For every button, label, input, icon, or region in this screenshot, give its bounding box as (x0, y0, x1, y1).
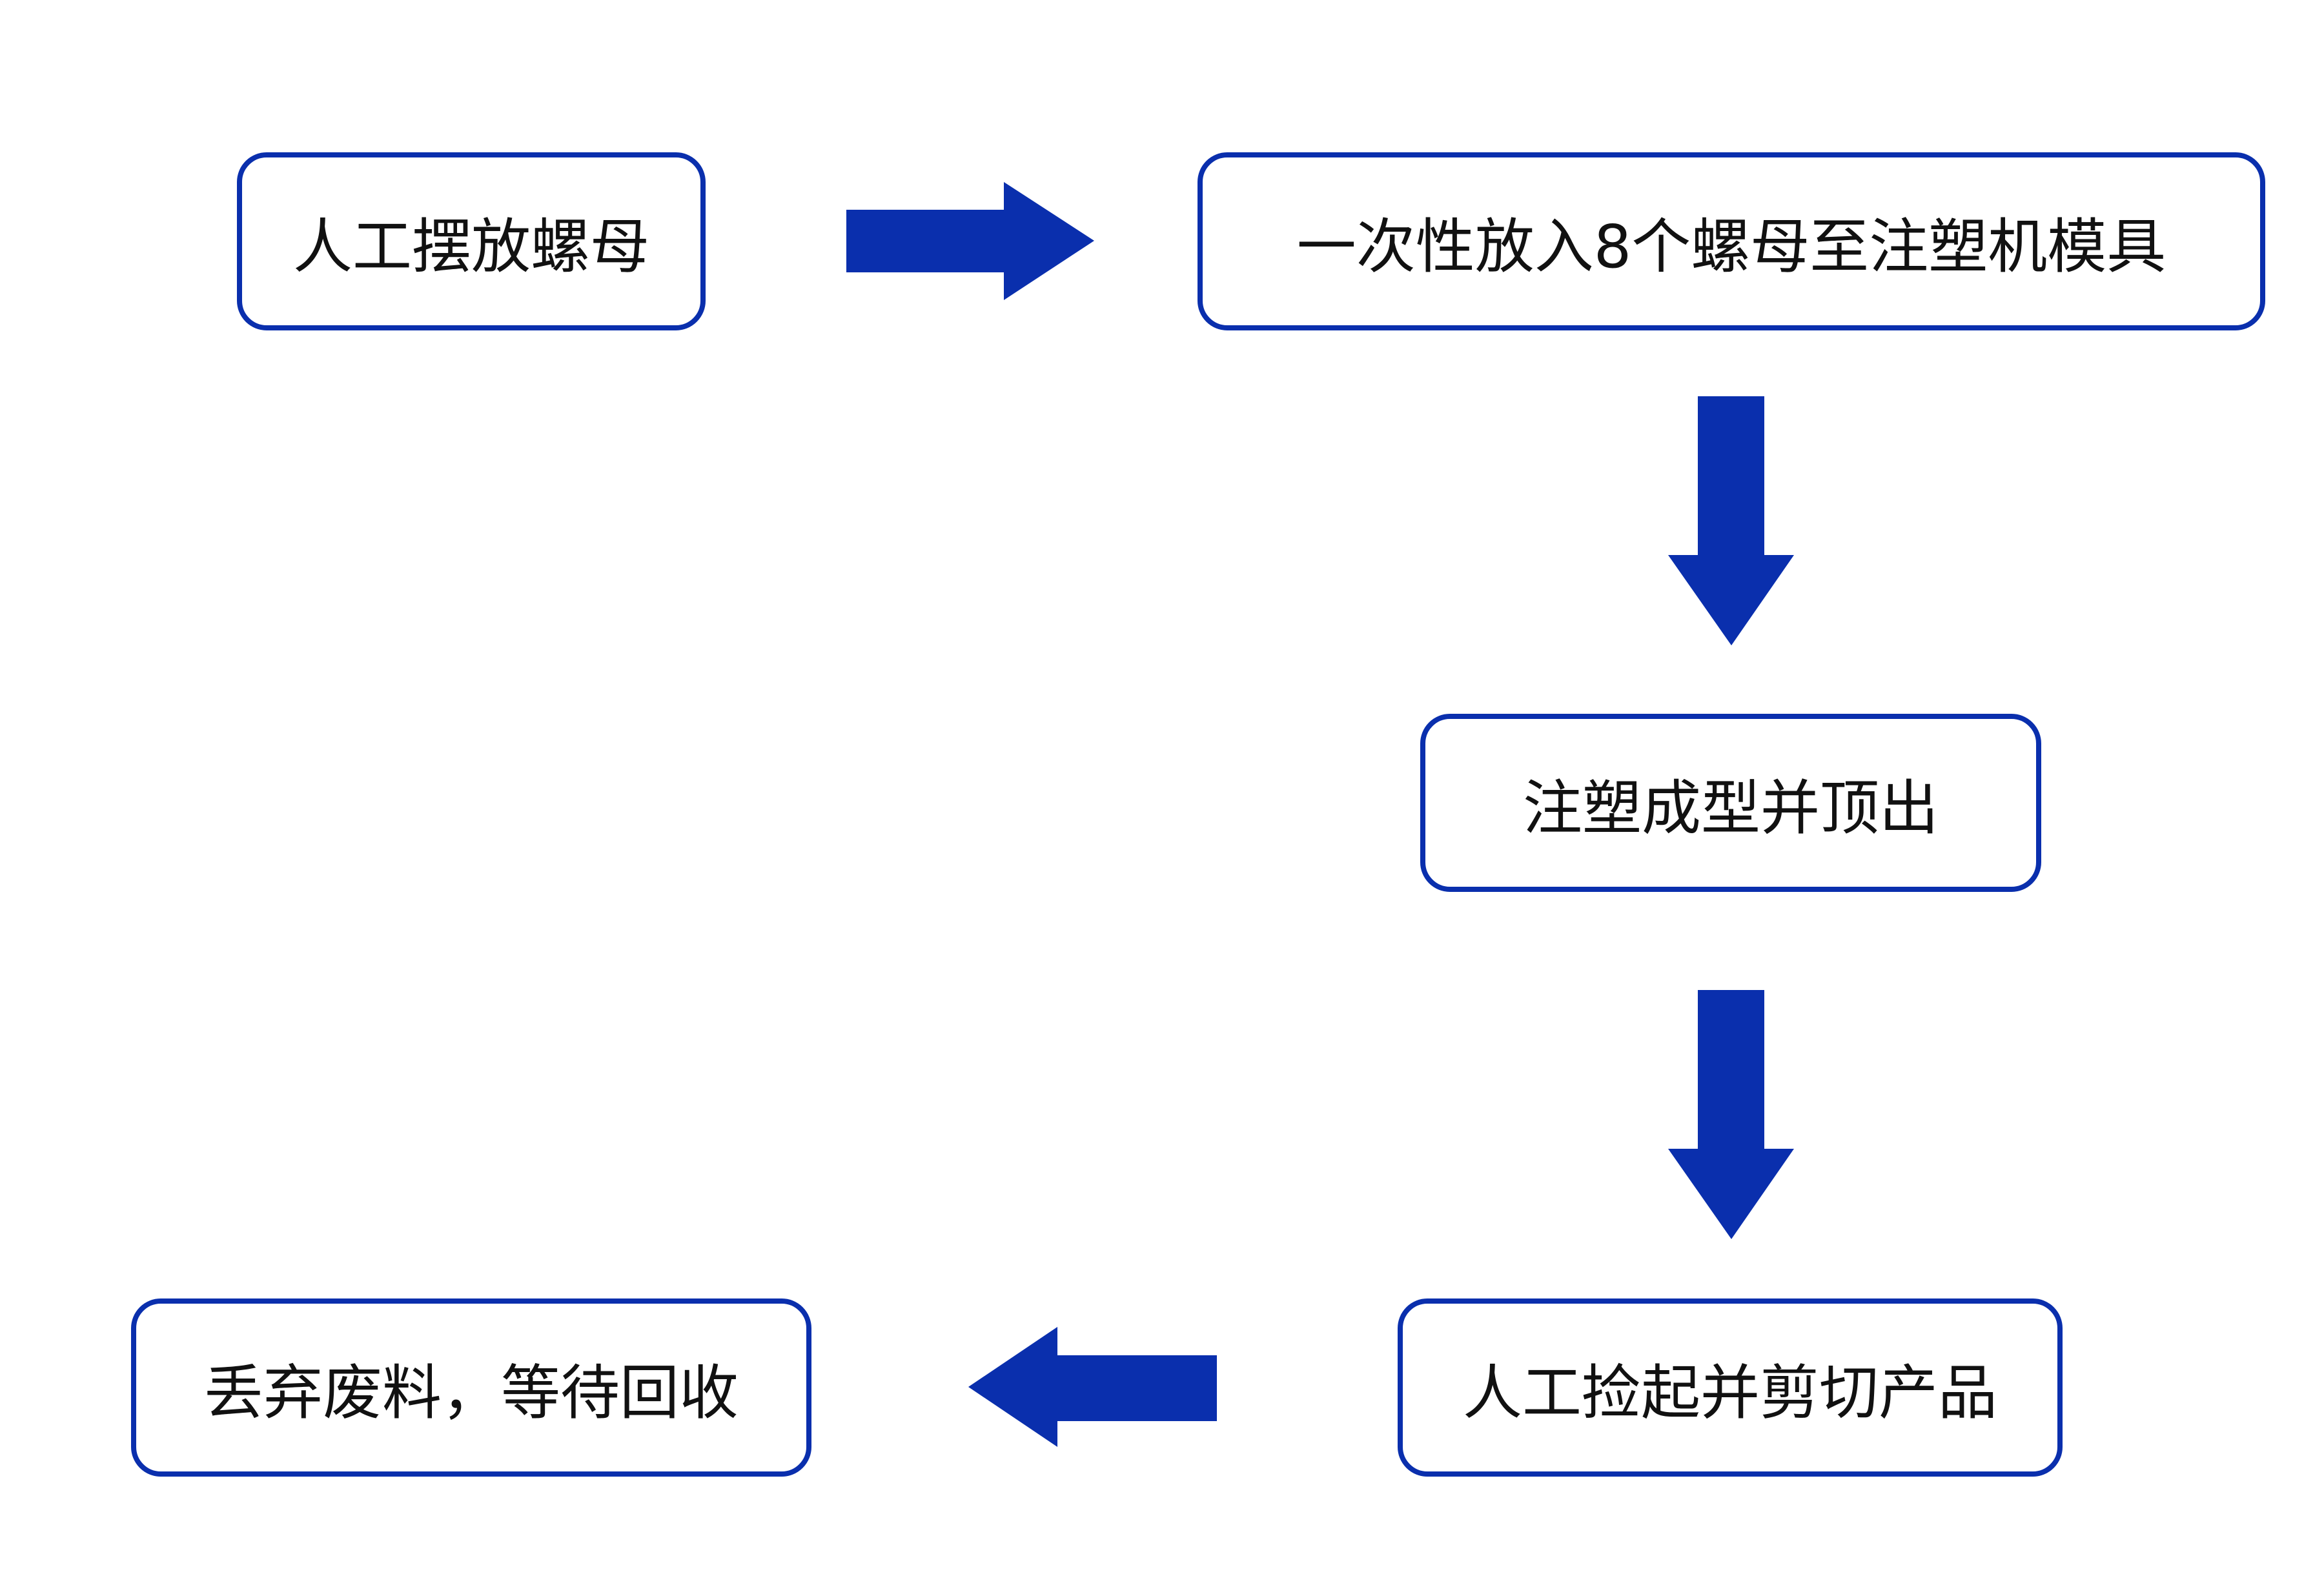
arrow-down-icon (1668, 990, 1794, 1239)
step-box-place-nuts: 人工摆放螺母 (237, 152, 706, 330)
step-box-discard-scrap: 丢弃废料，等待回收 (131, 1298, 811, 1477)
step-label: 注塑成型并顶出 (1522, 773, 1939, 843)
arrow-down-icon (1668, 396, 1794, 645)
step-label: 人工捡起并剪切产品 (1462, 1358, 1997, 1428)
arrow-right-icon (846, 182, 1094, 300)
step-label: 丢弃废料，等待回收 (203, 1358, 739, 1428)
step-label: 人工摆放螺母 (292, 212, 649, 281)
step-box-mold-eject: 注塑成型并顶出 (1420, 714, 2041, 892)
step-box-pick-cut: 人工捡起并剪切产品 (1398, 1298, 2063, 1477)
step-label: 一次性放入8个螺母至注塑机模具 (1296, 212, 2166, 281)
step-box-load-mold: 一次性放入8个螺母至注塑机模具 (1198, 152, 2265, 330)
arrow-left-icon (968, 1327, 1217, 1447)
